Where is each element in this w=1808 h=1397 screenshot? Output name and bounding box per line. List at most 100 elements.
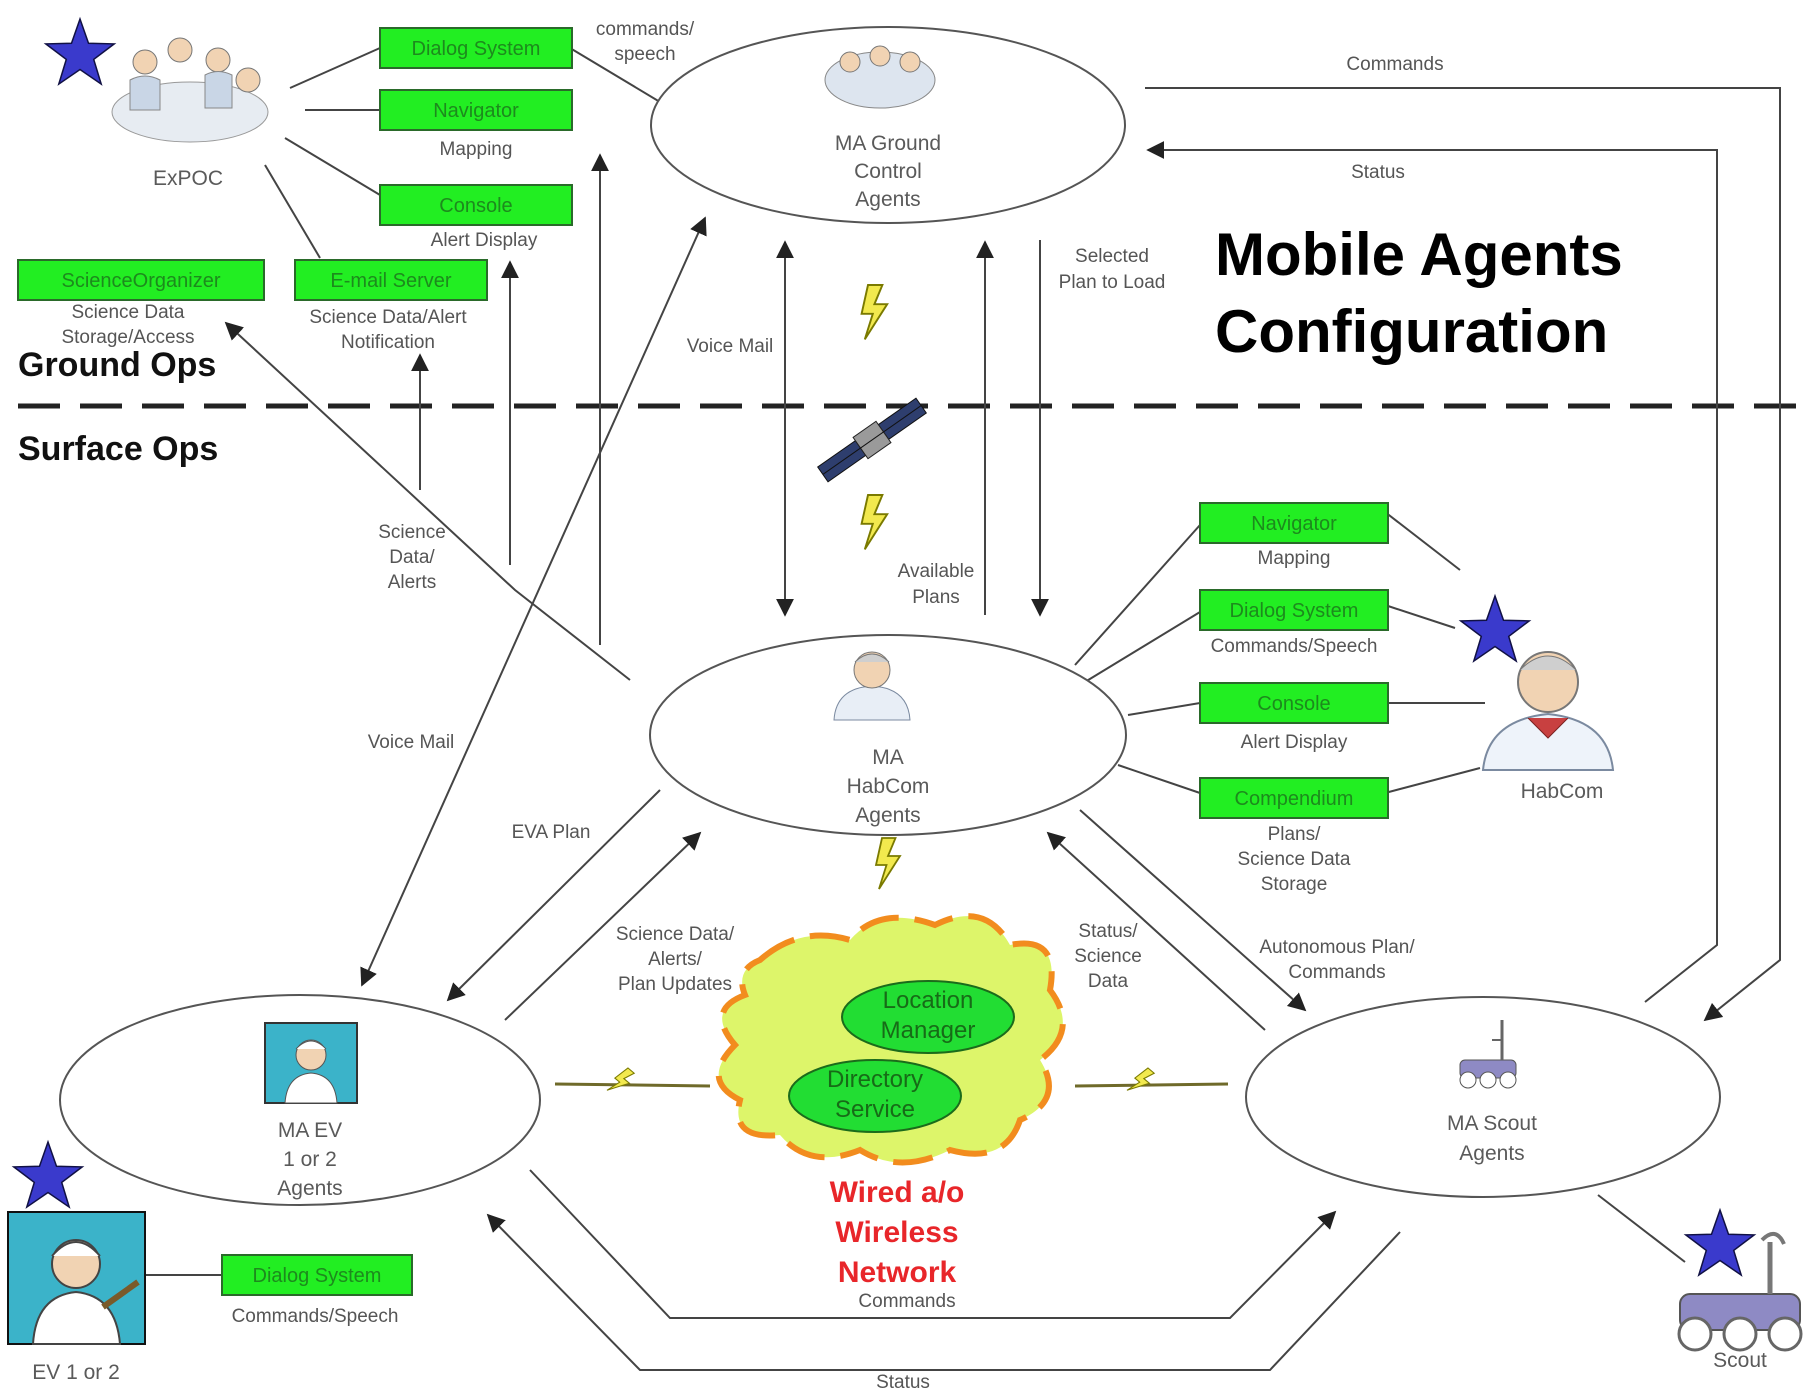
science-alerts-label-1: Science bbox=[378, 522, 446, 543]
ground-control-label-2: Control bbox=[854, 160, 922, 183]
scout-agents-rover-icon bbox=[1459, 1020, 1517, 1089]
satellite-icon bbox=[816, 397, 928, 483]
science-organizer-box: ScienceOrganizer Science Data Storage/Ac… bbox=[17, 259, 265, 348]
science-organizer-caption-1: Science Data bbox=[71, 302, 184, 323]
hab-dialog-system-caption: Commands/Speech bbox=[1211, 636, 1378, 657]
diagram-title-line2: Configuration bbox=[1215, 298, 1608, 365]
ground-dialog-system-label: Dialog System bbox=[412, 38, 541, 60]
star-icon bbox=[45, 18, 115, 85]
selected-plan-label-2: Plan to Load bbox=[1059, 272, 1166, 293]
star-icon bbox=[1460, 595, 1530, 662]
network-label-2: Wireless bbox=[835, 1216, 958, 1249]
science-alerts-label-3: Alerts bbox=[388, 572, 437, 593]
science-organizer-label: ScienceOrganizer bbox=[62, 270, 221, 292]
status-top-label: Status bbox=[1351, 162, 1405, 183]
lightning-icon bbox=[860, 494, 889, 551]
habcom-agents-label-1: MA bbox=[872, 746, 904, 769]
ev-label: EV 1 or 2 bbox=[32, 1361, 120, 1384]
available-plans-label-1: Available bbox=[898, 561, 975, 582]
ev-agents-node: MA EV 1 or 2 Agents bbox=[59, 994, 541, 1206]
ev-dialog-system-box: Dialog System Commands/Speech bbox=[221, 1254, 413, 1327]
commands-bottom-label: Commands bbox=[858, 1291, 955, 1312]
lightning-icon bbox=[1125, 1065, 1157, 1099]
ev-agents-label-3: Agents bbox=[277, 1177, 342, 1200]
science-alerts-label-2: Data/ bbox=[389, 547, 435, 568]
hab-navigator-label: Navigator bbox=[1251, 513, 1337, 535]
voice-mail-lower-label: Voice Mail bbox=[368, 732, 455, 753]
habcom-agents-label-2: HabCom bbox=[847, 775, 930, 798]
hab-dialog-system-box: Dialog System Commands/Speech bbox=[1199, 589, 1389, 657]
scout-agents-label-1: MA Scout bbox=[1447, 1112, 1537, 1135]
directory-service-label-2: Service bbox=[835, 1096, 915, 1123]
habcom-agents-astronaut-icon bbox=[833, 651, 911, 721]
scout-agents-label-2: Agents bbox=[1459, 1142, 1524, 1165]
habcom-person-icon bbox=[1481, 651, 1615, 771]
ground-control-agents-node: MA Ground Control Agents bbox=[650, 26, 1126, 224]
scout-agents-node: MA Scout Agents bbox=[1245, 996, 1721, 1198]
habcom-agents-label-3: Agents bbox=[855, 804, 920, 827]
lightning-icon bbox=[605, 1065, 637, 1099]
ev-dialog-system-caption: Commands/Speech bbox=[232, 1306, 399, 1327]
habcom-agents-node: MA HabCom Agents bbox=[649, 634, 1127, 836]
status-science-label-1: Status/ bbox=[1078, 921, 1138, 942]
ev-agents-label-2: 1 or 2 bbox=[283, 1148, 337, 1171]
commands-speech-label-1: commands/ bbox=[596, 19, 695, 40]
hab-compendium-caption-1: Plans/ bbox=[1268, 824, 1322, 845]
scout-label: Scout bbox=[1713, 1349, 1767, 1372]
ground-control-people-icon bbox=[824, 45, 936, 109]
science-updates-label-2: Alerts/ bbox=[648, 949, 703, 970]
eva-plan-label: EVA Plan bbox=[512, 822, 591, 843]
autonomous-plan-label-2: Commands bbox=[1288, 962, 1385, 983]
diagram-title-line1: Mobile Agents bbox=[1215, 221, 1623, 288]
status-bottom-label: Status bbox=[876, 1372, 930, 1393]
star-icon bbox=[1685, 1209, 1755, 1276]
ground-control-label-1: MA Ground bbox=[835, 132, 941, 155]
selected-plan-label-1: Selected bbox=[1075, 246, 1149, 267]
ground-console-caption: Alert Display bbox=[431, 230, 538, 251]
habcom-person-label: HabCom bbox=[1521, 780, 1604, 803]
ground-navigator-box: Navigator Mapping bbox=[379, 89, 573, 160]
ev-dialog-system-label: Dialog System bbox=[253, 1265, 382, 1287]
ev-agents-astronaut-icon bbox=[264, 1022, 358, 1104]
hab-console-label: Console bbox=[1257, 693, 1330, 715]
voice-mail-upper-label: Voice Mail bbox=[687, 336, 774, 357]
hab-compendium-label: Compendium bbox=[1235, 788, 1354, 810]
scout-rover-icon bbox=[1677, 1232, 1803, 1352]
hab-compendium-caption-3: Storage bbox=[1261, 874, 1328, 895]
surface-ops-label: Surface Ops bbox=[18, 430, 218, 468]
ev-agents-label-1: MA EV bbox=[278, 1119, 342, 1142]
connectors bbox=[145, 47, 1781, 1371]
hab-navigator-box: Navigator Mapping bbox=[1199, 502, 1389, 569]
email-server-label: E-mail Server bbox=[330, 270, 451, 292]
autonomous-plan-label-1: Autonomous Plan/ bbox=[1259, 937, 1415, 958]
status-science-label-2: Science bbox=[1074, 946, 1142, 967]
lightning-icon bbox=[860, 284, 889, 341]
hab-compendium-box: Compendium Plans/ Science Data Storage bbox=[1199, 777, 1389, 895]
hab-compendium-caption-2: Science Data bbox=[1237, 849, 1350, 870]
location-manager-label-1: Location bbox=[883, 987, 974, 1014]
science-updates-label-1: Science Data/ bbox=[616, 924, 735, 945]
directory-service-label-1: Directory bbox=[827, 1066, 923, 1093]
commands-speech-label-2: speech bbox=[614, 44, 675, 65]
status-science-label-3: Data bbox=[1088, 971, 1129, 992]
network-cloud: Location Manager Directory Service bbox=[715, 913, 1066, 1166]
commands-top-label: Commands bbox=[1346, 54, 1443, 75]
network-label-3: Network bbox=[838, 1256, 957, 1289]
hab-dialog-system-label: Dialog System bbox=[1230, 600, 1359, 622]
hab-console-box: Console Alert Display bbox=[1199, 682, 1389, 753]
expoc-team-icon bbox=[111, 37, 269, 143]
ground-navigator-caption: Mapping bbox=[440, 139, 513, 160]
science-updates-label-3: Plan Updates bbox=[618, 974, 732, 995]
email-server-caption-1: Science Data/Alert bbox=[309, 307, 467, 328]
ground-console-label: Console bbox=[439, 195, 512, 217]
location-manager-label-2: Manager bbox=[881, 1017, 976, 1044]
lightning-icon bbox=[875, 837, 901, 890]
science-organizer-caption-2: Storage/Access bbox=[61, 327, 194, 348]
available-plans-label-2: Plans bbox=[912, 587, 960, 608]
email-server-caption-2: Notification bbox=[341, 332, 435, 353]
ground-ops-label: Ground Ops bbox=[18, 346, 216, 384]
ground-control-label-3: Agents bbox=[855, 188, 920, 211]
ground-navigator-label: Navigator bbox=[433, 100, 519, 122]
star-icon bbox=[13, 1141, 83, 1208]
